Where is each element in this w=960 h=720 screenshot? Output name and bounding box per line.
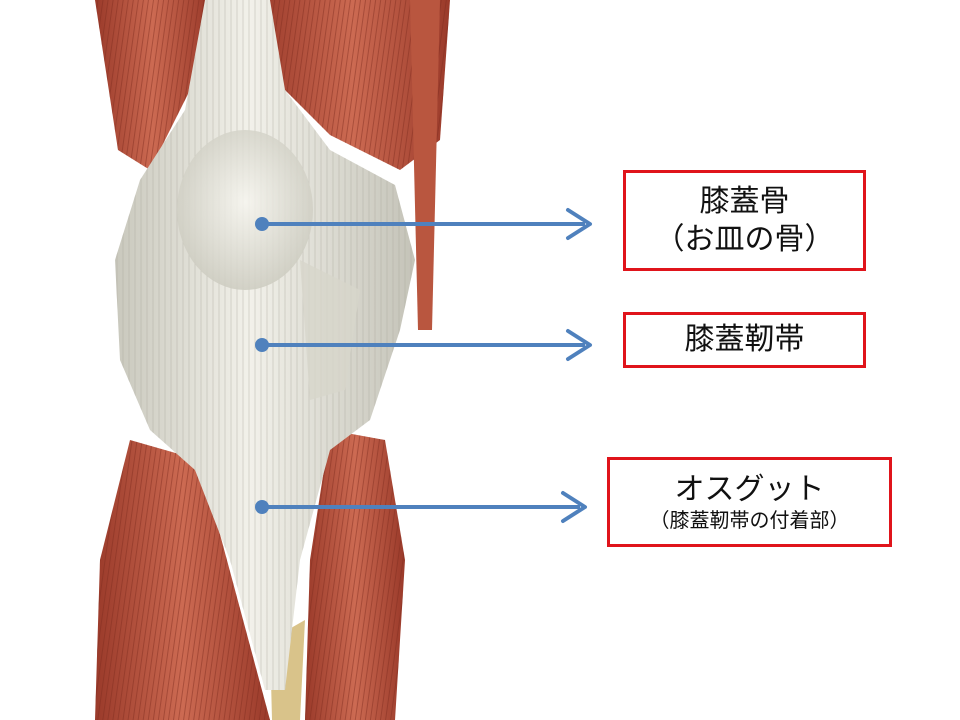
pointer-arrows bbox=[255, 208, 592, 523]
arrow-osgood bbox=[255, 491, 587, 523]
thigh-muscles bbox=[95, 0, 450, 330]
arrow-patellar-ligament bbox=[255, 329, 592, 361]
patella-shape bbox=[177, 130, 313, 290]
label-patellar-ligament-main: 膝蓋靭帯 bbox=[684, 322, 805, 358]
label-patella-sub: （お皿の骨） bbox=[654, 221, 835, 257]
label-osgood: オスグット （膝蓋靭帯の付着部） bbox=[607, 457, 892, 547]
label-patellar-ligament: 膝蓋靭帯 bbox=[623, 312, 866, 368]
arrow-patella bbox=[255, 208, 592, 240]
label-osgood-main: オスグット bbox=[674, 471, 825, 507]
label-patella-main: 膝蓋骨 bbox=[699, 184, 790, 219]
label-osgood-sub: （膝蓋靭帯の付着部） bbox=[649, 508, 850, 533]
label-patella: 膝蓋骨 （お皿の骨） bbox=[623, 170, 866, 271]
